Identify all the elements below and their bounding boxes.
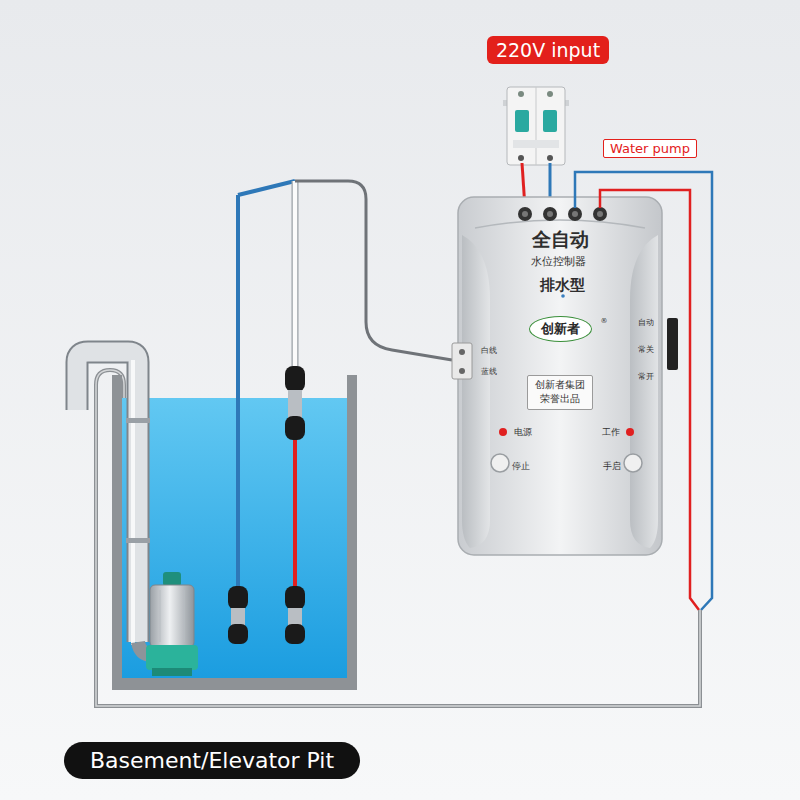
pump-wire-red: [600, 190, 699, 610]
panel-label: 常开: [638, 373, 654, 381]
terminal-screws: [518, 207, 607, 221]
panel-label: 白线: [481, 347, 497, 355]
node-text: 创新者: [541, 320, 580, 338]
controller-housing: [458, 197, 678, 555]
pump-tag: Water pump: [603, 139, 697, 158]
panel-label: 常关: [638, 346, 654, 354]
panel-label: ®: [601, 318, 608, 325]
probe-cable: [295, 181, 452, 360]
node-text: 全自动: [532, 230, 589, 249]
panel-label: 停止: [512, 462, 530, 471]
node-text: 创新者集团: [535, 378, 585, 393]
node-text: 排水型: [540, 278, 585, 293]
node-text: 220V input: [496, 39, 600, 61]
pump-wire-blue: [575, 172, 712, 610]
circuit-breaker: [503, 87, 569, 165]
panel-label: 电源: [514, 428, 532, 437]
discharge-pipe: [77, 352, 152, 655]
panel-label: 蓝线: [481, 368, 497, 376]
brand-plate: 创新者集团荣誉出品: [527, 375, 593, 410]
node-text: Basement/Elevator Pit: [90, 748, 334, 773]
probe-terminal-block: [452, 343, 472, 379]
input-tag: 220V input: [487, 36, 609, 64]
node-text: 水位控制器: [531, 256, 586, 267]
brand-logo: 创新者: [529, 316, 592, 342]
node-text: 荣誉出品: [535, 392, 585, 407]
pump-cable-highlight: [96, 370, 700, 706]
panel-label: 工作: [602, 428, 620, 437]
caption-pill: Basement/Elevator Pit: [64, 742, 360, 779]
node-text: Water pump: [610, 141, 690, 156]
level-probes: [228, 181, 305, 644]
panel-label: 手启: [603, 462, 621, 471]
submersible-pump: [146, 572, 198, 676]
controller-box: 全自动水位控制器排水型创新者创新者集团荣誉出品: [458, 197, 662, 555]
panel-label: 自动: [638, 319, 654, 327]
pump-cable: [96, 370, 700, 706]
